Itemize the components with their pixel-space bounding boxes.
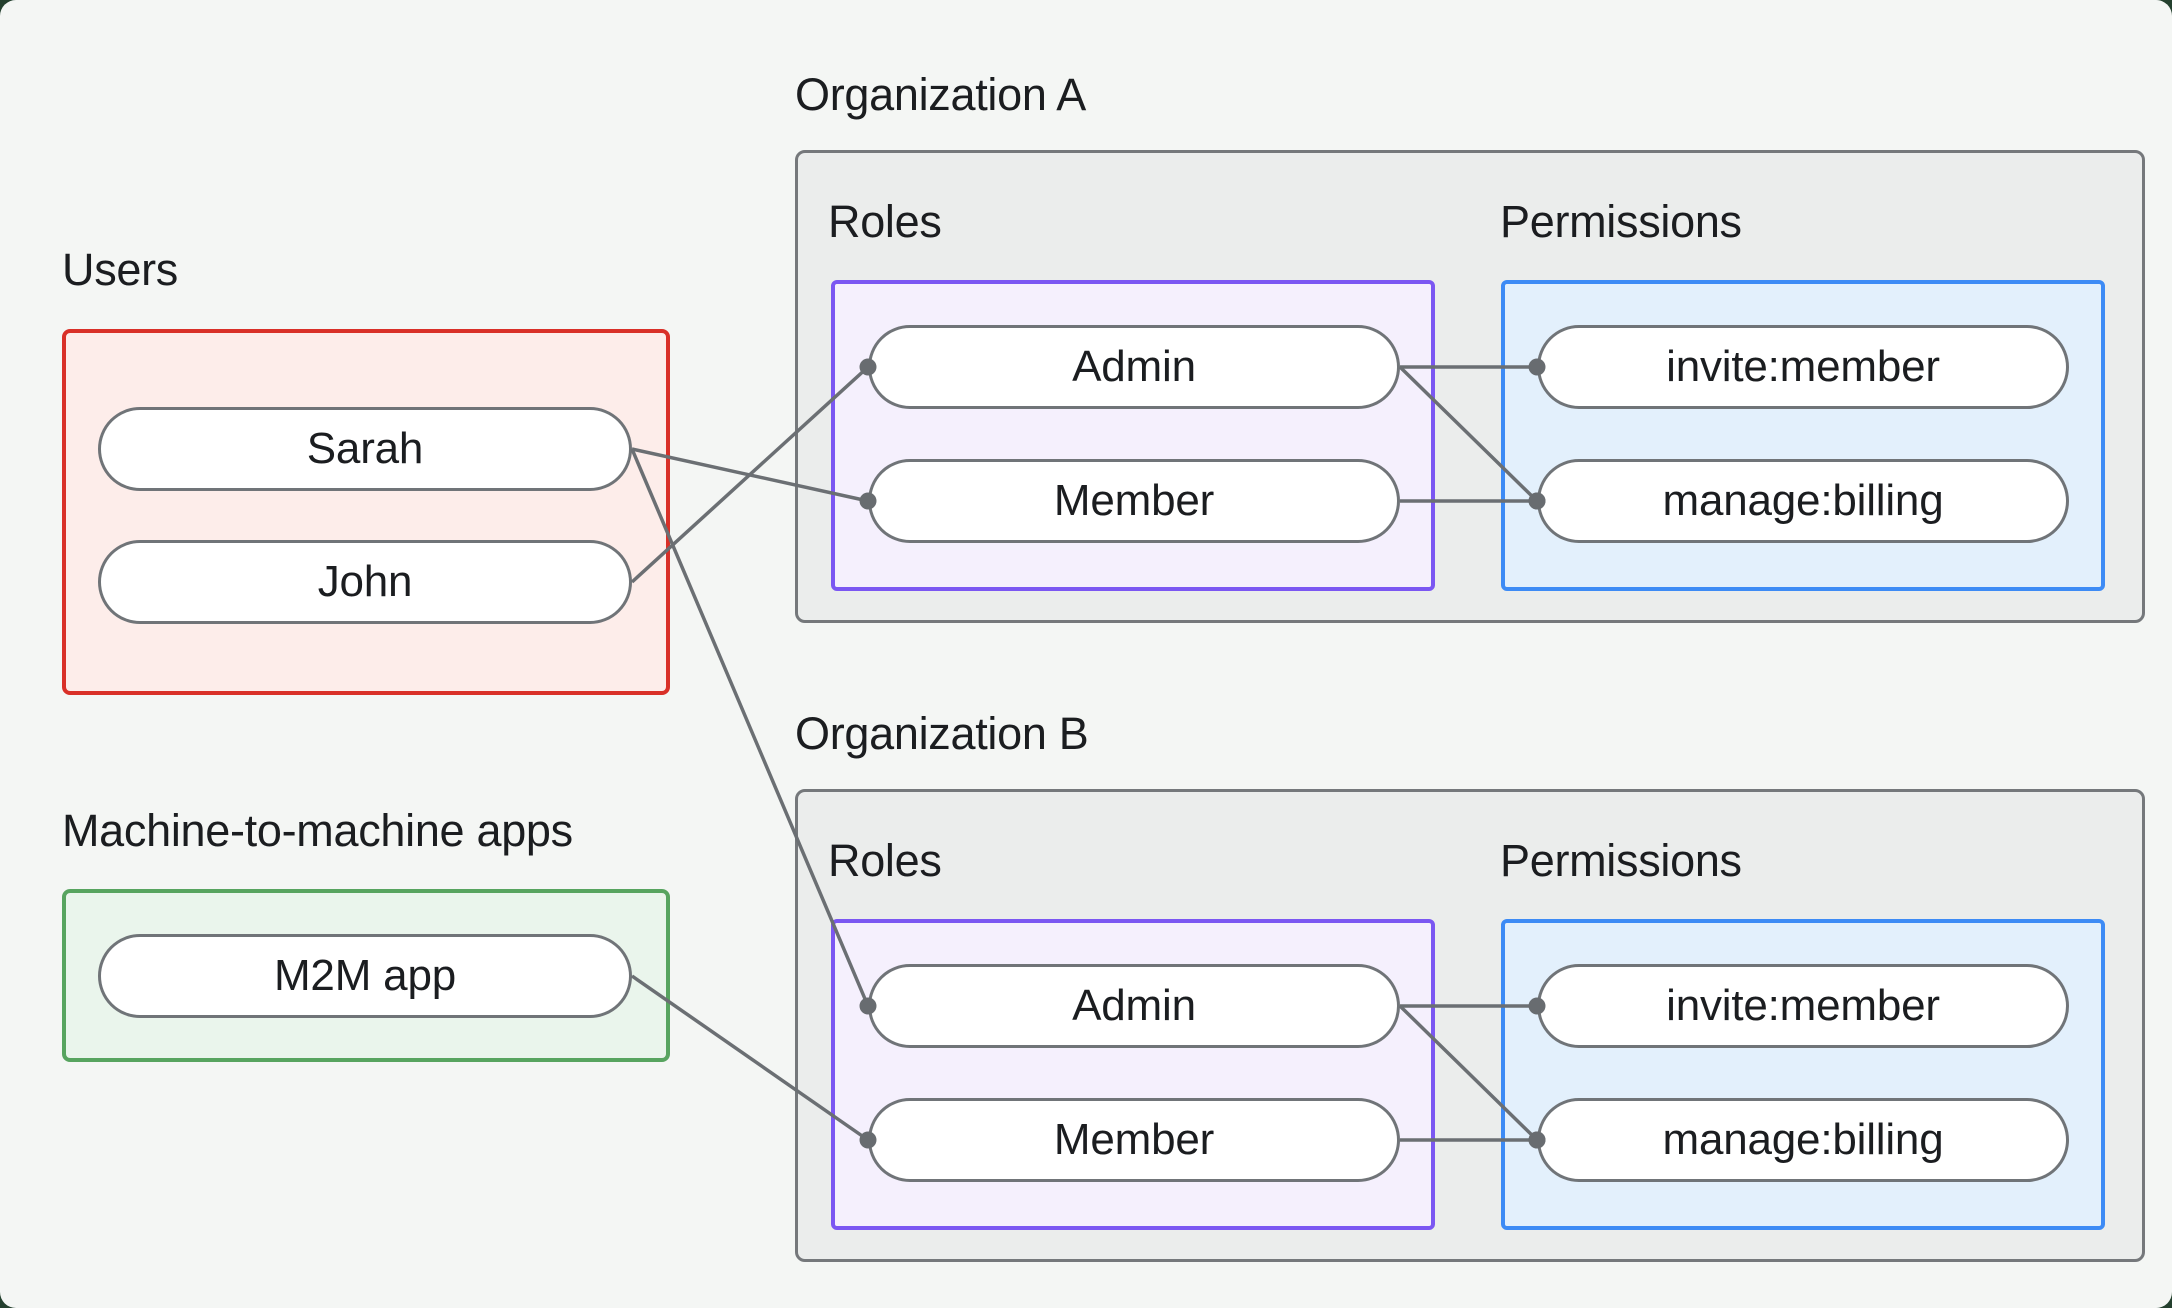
user-node-label: Sarah xyxy=(306,424,424,473)
org-a-permissions-box: invite:member manage:billing xyxy=(1501,280,2105,591)
permission-node-label: manage:billing xyxy=(1662,476,1944,525)
org-a-permissions-label: Permissions xyxy=(1500,196,1742,247)
org-b-roles-label: Roles xyxy=(828,835,942,886)
m2m-section-title: Machine-to-machine apps xyxy=(62,805,573,856)
permission-node-label: manage:billing xyxy=(1662,1115,1944,1164)
org-b-permission-invite-member: invite:member xyxy=(1537,964,2069,1048)
org-a-roles-label: Roles xyxy=(828,196,942,247)
role-node-label: Member xyxy=(1053,1115,1215,1164)
org-b-box: Roles Permissions Admin Member invite:me… xyxy=(795,789,2145,1262)
permission-node-label: invite:member xyxy=(1666,342,1940,391)
m2m-app-node: M2M app xyxy=(98,934,632,1018)
org-b-permissions-label: Permissions xyxy=(1500,835,1742,886)
org-b-roles-box: Admin Member xyxy=(831,919,1435,1230)
users-group-box: Sarah John xyxy=(62,329,670,695)
org-a-permission-invite-member: invite:member xyxy=(1537,325,2069,409)
users-section-title: Users xyxy=(62,244,179,295)
org-a-roles-box: Admin Member xyxy=(831,280,1435,591)
role-node-label: Admin xyxy=(1072,981,1196,1030)
org-b-title: Organization B xyxy=(795,708,1089,759)
org-b-role-admin: Admin xyxy=(868,964,1400,1048)
role-node-label: Admin xyxy=(1072,342,1196,391)
m2m-app-node-label: M2M app xyxy=(273,951,456,1000)
org-a-role-admin: Admin xyxy=(868,325,1400,409)
org-b-permissions-box: invite:member manage:billing xyxy=(1501,919,2105,1230)
role-node-label: Member xyxy=(1053,476,1215,525)
user-node-label: John xyxy=(317,557,413,606)
org-b-permission-manage-billing: manage:billing xyxy=(1537,1098,2069,1182)
m2m-group-box: M2M app xyxy=(62,889,670,1062)
org-b-role-member: Member xyxy=(868,1098,1400,1182)
user-node-john: John xyxy=(98,540,632,624)
org-a-title: Organization A xyxy=(795,69,1086,120)
user-node-sarah: Sarah xyxy=(98,407,632,491)
org-a-box: Roles Permissions Admin Member invite:me… xyxy=(795,150,2145,623)
org-a-permission-manage-billing: manage:billing xyxy=(1537,459,2069,543)
org-a-role-member: Member xyxy=(868,459,1400,543)
permission-node-label: invite:member xyxy=(1666,981,1940,1030)
